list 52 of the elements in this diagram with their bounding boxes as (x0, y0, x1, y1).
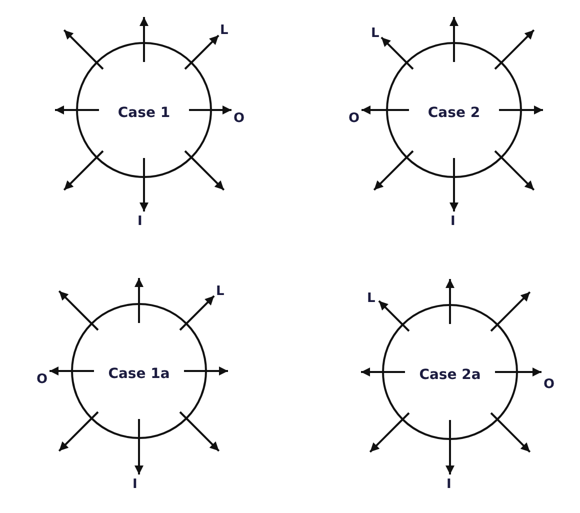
arrow (362, 106, 409, 114)
arrow (495, 368, 542, 376)
arrow (499, 106, 543, 114)
arrow (179, 295, 215, 331)
arrow-label: I (138, 214, 142, 228)
system-circle (386, 42, 522, 178)
arrow (490, 291, 531, 332)
arrow (134, 419, 144, 474)
arrow-label: O (234, 110, 245, 126)
arrow (134, 278, 144, 323)
arrow (55, 106, 99, 114)
arrow (369, 412, 410, 453)
arrow-label: I (446, 476, 452, 492)
arrow (63, 150, 104, 191)
arrow (184, 366, 228, 376)
arrow (361, 368, 405, 376)
case-label: Case 1 (118, 105, 170, 121)
arrow-label: L (367, 290, 376, 306)
arrow (58, 290, 99, 331)
arrow (140, 158, 148, 212)
arrow (494, 150, 535, 191)
system-circle (71, 303, 207, 439)
arrow-label: O (348, 110, 360, 126)
arrow-label: O (36, 372, 48, 386)
arrow (446, 420, 454, 474)
arrow (63, 29, 104, 70)
arrow (450, 158, 458, 212)
arrow (446, 279, 454, 324)
arrow-label: I (450, 214, 456, 228)
arrow (58, 411, 99, 452)
arrow-label: L (371, 26, 380, 40)
arrow (179, 411, 220, 452)
case-label: Case 2 (428, 105, 480, 121)
arrow-label: I (132, 476, 138, 492)
system-circle (76, 42, 212, 178)
arrow (373, 150, 414, 191)
arrow (189, 106, 232, 114)
arrow (494, 29, 535, 70)
arrow (378, 300, 410, 332)
case-label: Case 1a (108, 366, 170, 382)
arrow (184, 150, 225, 191)
arrow (490, 412, 531, 453)
system-circle (382, 304, 518, 440)
arrow (450, 17, 458, 62)
arrow (380, 36, 414, 70)
arrow (184, 34, 220, 70)
arrow (50, 366, 94, 376)
arrow-label: L (220, 22, 228, 38)
arrow-label: L (216, 284, 224, 298)
arrow (140, 17, 148, 62)
case-label: Case 2a (419, 367, 481, 383)
arrow-label: O (544, 376, 555, 392)
